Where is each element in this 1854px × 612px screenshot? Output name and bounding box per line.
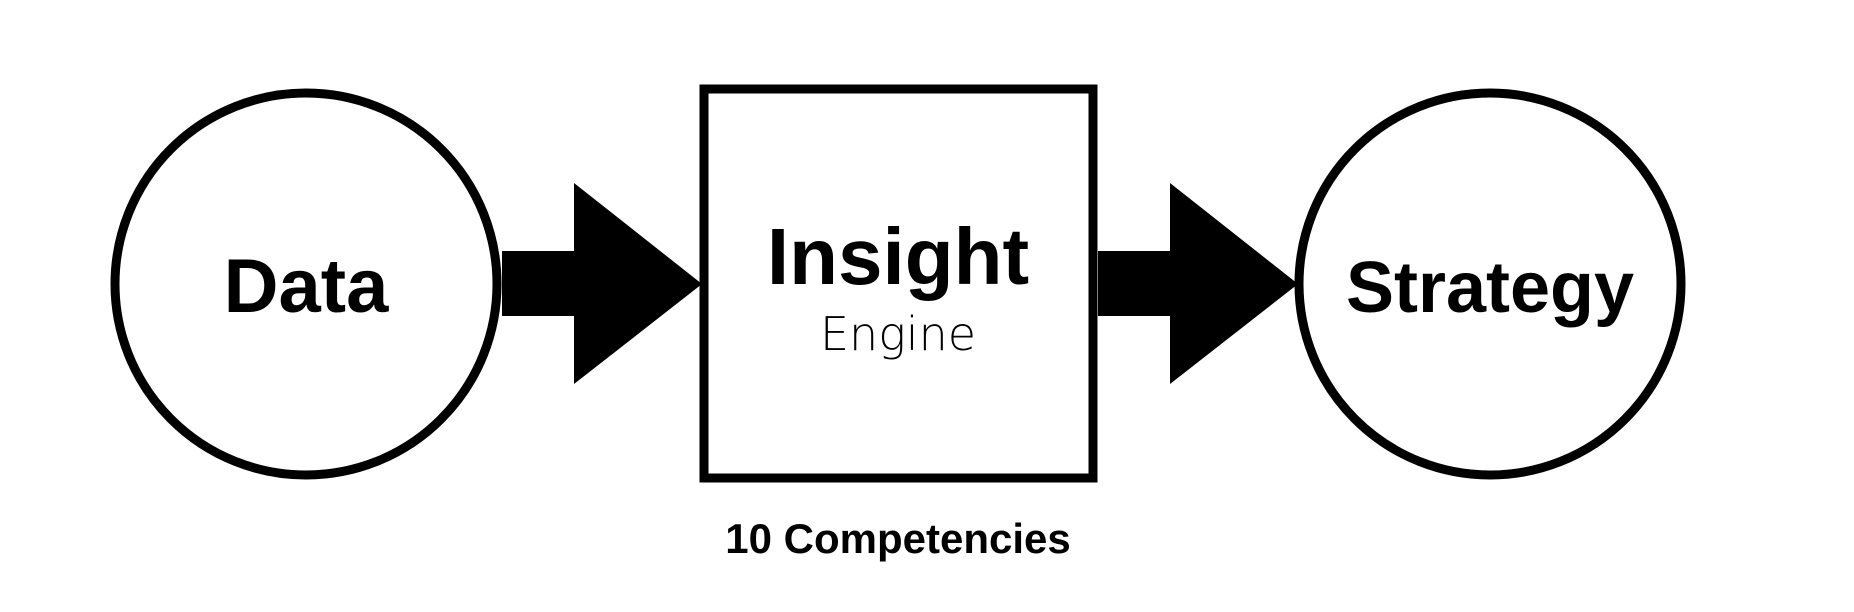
strategy-circle [1294, 88, 1686, 480]
strategy-label: Strategy [1346, 248, 1634, 328]
data-circle [110, 88, 502, 480]
arrow-data-to-insight [502, 183, 702, 384]
competencies-caption: 10 Competencies [725, 515, 1070, 562]
arrow-insight-to-strategy [1098, 183, 1298, 384]
insight-label: Insight [767, 212, 1029, 301]
data-label: Data [224, 244, 389, 329]
engine-sublabel: Engine [820, 307, 976, 361]
insight-engine-box [699, 84, 1098, 483]
strategy-node: Strategy [1294, 88, 1686, 480]
data-node: Data [110, 88, 502, 480]
insight-engine-node: Insight Engine [699, 84, 1098, 483]
